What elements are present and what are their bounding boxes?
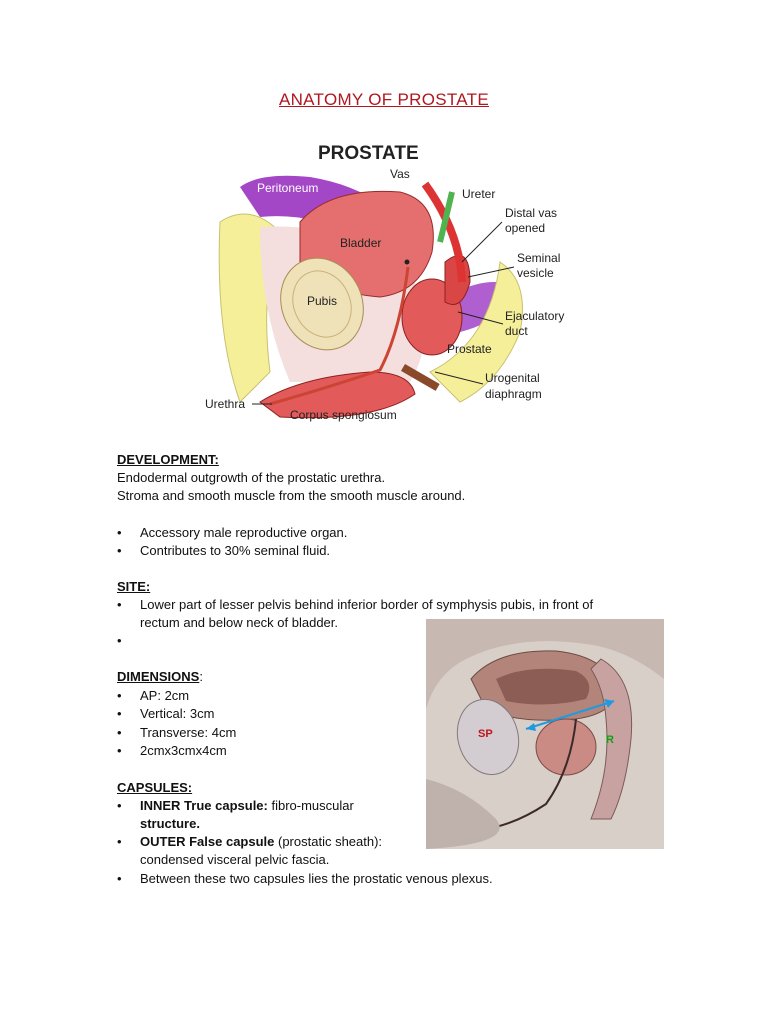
list-item-text: Accessory male reproductive organ. (140, 525, 348, 540)
inner-capsule-desc: fibro-muscular (267, 798, 354, 813)
urogenital-diaphragm-shape (400, 364, 440, 391)
symphysis-pubis-shape (456, 698, 520, 776)
list-item-text: 2cmx3cmx4cm (140, 743, 227, 758)
label-urogenital-2: diaphragm (485, 387, 542, 401)
bullet-mark: • (117, 633, 122, 648)
label-bladder: Bladder (340, 236, 381, 250)
bullet-mark: • (117, 871, 122, 886)
label-ejaculatory-2: duct (505, 324, 528, 338)
bullet-mark: • (117, 834, 122, 849)
ap-arrow-line (525, 700, 615, 730)
development-line-2: Stroma and smooth muscle from the smooth… (117, 488, 466, 503)
outer-capsule-line-2: condensed visceral pelvic fascia. (140, 852, 330, 867)
outer-capsule-term: OUTER False capsule (140, 834, 275, 849)
corpus-spongiosum-shape (259, 371, 416, 419)
ap-arrow-head-right (604, 699, 614, 708)
list-item-text: Transverse: 4cm (140, 725, 237, 740)
pubis-shape (280, 257, 364, 351)
dimensions-colon: : (199, 669, 203, 684)
bullet-mark: • (117, 725, 122, 740)
label-pubis: Pubis (307, 294, 337, 308)
bullet-mark: • (117, 688, 122, 703)
bullet-mark: • (117, 597, 122, 612)
label-seminal-1: Seminal (517, 251, 560, 265)
bladder-outlet-dot (404, 259, 410, 265)
ureter-shape (437, 191, 455, 243)
label-distal-vas-2: opened (505, 221, 545, 235)
leader-lines (252, 221, 515, 405)
development-heading: DEVELOPMENT: (117, 452, 219, 467)
list-item-text: OUTER False capsule (prostatic sheath): (140, 833, 382, 851)
bullet-mark: • (117, 743, 122, 758)
dimensions-heading-row: DIMENSIONS: (117, 668, 203, 686)
label-ureter: Ureter (462, 187, 495, 201)
label-sp: SP (478, 728, 493, 740)
bullet-mark: • (117, 798, 122, 813)
label-corpus-spongiosum: Corpus spongiosum (290, 408, 397, 422)
pubis-ring (292, 270, 352, 338)
prostate-anatomy-diagram: PROSTATE Peritoneum Vas Ureter Distal va… (205, 143, 564, 422)
list-item-text: Between these two capsules lies the pros… (140, 871, 493, 886)
site-heading: SITE: (117, 579, 151, 594)
sagittal-pelvis-figure: SP R (426, 619, 664, 849)
urethra-line (485, 718, 577, 830)
list-item-text: Lower part of lesser pelvis behind infer… (140, 597, 594, 612)
inner-capsule-term: INNER True capsule: (140, 798, 268, 813)
label-urethra: Urethra (205, 397, 245, 411)
label-prostate: Prostate (447, 342, 492, 356)
capsules-heading: CAPSULES: (117, 780, 193, 795)
bullet-mark: • (117, 525, 122, 540)
list-item-text: Contributes to 30% seminal fluid. (140, 543, 331, 558)
development-line-1: Endodermal outgrowth of the prostatic ur… (117, 470, 386, 485)
site-line-2: rectum and below neck of bladder. (140, 615, 339, 630)
list-item-text: Vertical: 3cm (140, 706, 215, 721)
bullet-mark: • (117, 706, 122, 721)
label-ejaculatory-1: Ejaculatory (505, 309, 564, 323)
label-urogenital-1: Urogenital (485, 371, 540, 385)
label-peritoneum: Peritoneum (257, 181, 318, 195)
dimensions-heading: DIMENSIONS (117, 669, 200, 684)
list-item-text: INNER True capsule: fibro-muscular (140, 797, 354, 815)
figure2-lower-tissue (426, 779, 500, 849)
inner-capsule-line-2: structure. (140, 816, 200, 831)
label-vas: Vas (390, 167, 410, 181)
bullet-mark: • (117, 543, 122, 558)
vas-shape (421, 181, 466, 283)
label-seminal-2: vesicle (517, 266, 554, 280)
pelvic-bone-right (429, 261, 523, 403)
diagram-heading: PROSTATE (318, 143, 419, 164)
page-title: ANATOMY OF PROSTATE (278, 90, 490, 109)
list-item-text: AP: 2cm (140, 688, 190, 703)
rectum-shape (590, 658, 633, 820)
urethra-shape (269, 266, 410, 406)
label-r: R (606, 734, 614, 746)
bladder-lumen (496, 668, 590, 705)
prostate-shape (535, 718, 597, 776)
figure2-upper-tissue (426, 619, 664, 709)
label-distal-vas-1: Distal vas (505, 206, 557, 220)
ap-arrow-head-left (526, 723, 536, 731)
outer-capsule-desc: (prostatic sheath): (274, 834, 383, 849)
